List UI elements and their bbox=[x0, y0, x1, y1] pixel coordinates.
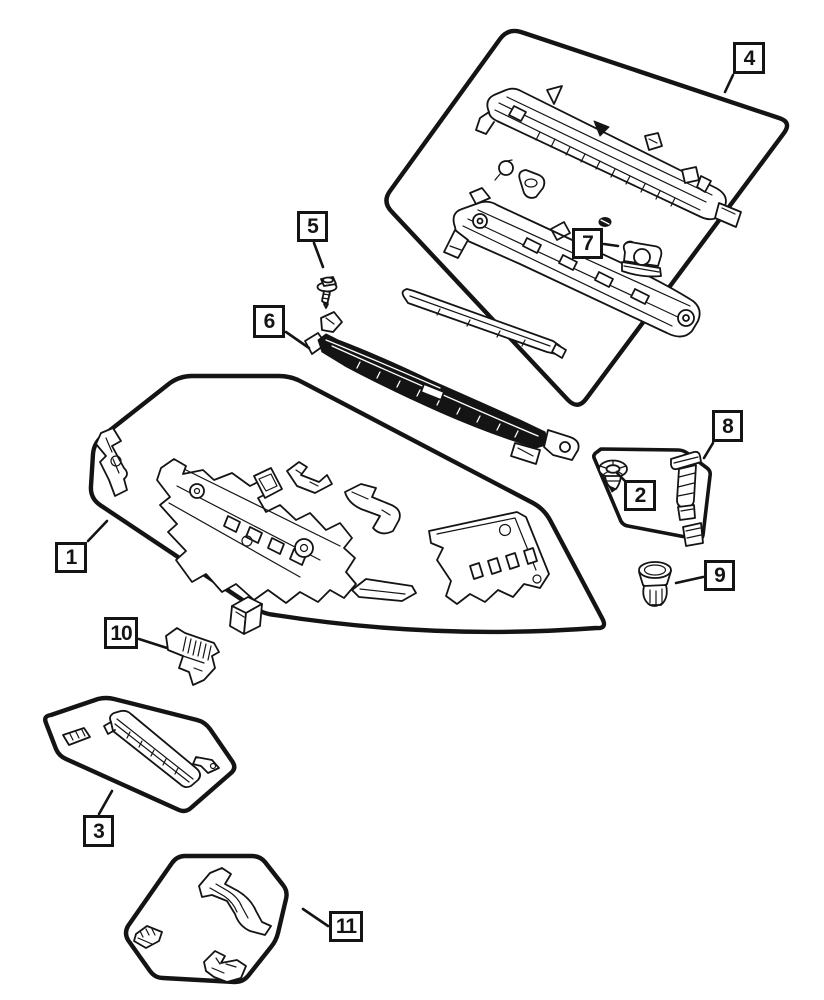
callout-drain-tube-panel[interactable]: 8 bbox=[712, 410, 743, 442]
panel-3-group bbox=[42, 695, 237, 814]
leader-line-3 bbox=[97, 789, 114, 816]
callout-cowl-grille-panel[interactable]: 6 bbox=[253, 305, 285, 338]
callout-number: 7 bbox=[582, 232, 594, 255]
panel-11-group bbox=[123, 853, 289, 985]
leader-line-5 bbox=[312, 241, 325, 269]
callout-weatherstrip-rail-panel[interactable]: 3 bbox=[83, 815, 114, 847]
right-dash-panel bbox=[428, 511, 550, 605]
callout-number: 8 bbox=[722, 414, 734, 438]
panel-11-outline bbox=[123, 853, 289, 985]
leader-line-10 bbox=[137, 637, 169, 650]
lower-bracket bbox=[203, 950, 247, 983]
panel-1-group bbox=[88, 373, 607, 635]
drain-tube bbox=[670, 450, 704, 547]
main-dash-panel bbox=[156, 458, 357, 604]
retainer-clip-part9 bbox=[638, 561, 672, 607]
leader-line-11 bbox=[301, 907, 330, 928]
callout-retainer-clip[interactable]: 9 bbox=[704, 560, 735, 591]
cowl-strip bbox=[401, 288, 567, 359]
cowl-plenum-panel bbox=[443, 187, 701, 338]
leader-line-8 bbox=[702, 441, 715, 460]
callout-number: 9 bbox=[714, 564, 726, 587]
small-clip-bracket bbox=[133, 925, 163, 949]
cowl-bracket-part7 bbox=[621, 240, 663, 278]
callout-number: 4 bbox=[743, 46, 756, 70]
callout-number: 6 bbox=[263, 310, 276, 333]
leader-line-4 bbox=[723, 73, 735, 94]
callout-number: 5 bbox=[307, 215, 319, 238]
screw-part5 bbox=[316, 276, 338, 309]
left-pillar-bracket bbox=[95, 427, 128, 497]
leader-line-1 bbox=[86, 519, 109, 543]
callout-dash-side-bracket[interactable]: 10 bbox=[104, 617, 138, 649]
s-bracket bbox=[198, 867, 272, 936]
cowl-grille-panel bbox=[304, 311, 580, 465]
callout-mounting-screw[interactable]: 5 bbox=[297, 211, 328, 242]
panel-4-outline bbox=[384, 28, 790, 407]
callout-number: 10 bbox=[110, 621, 132, 645]
callout-dash-panel-assembly[interactable]: 1 bbox=[55, 542, 87, 573]
callout-number: 3 bbox=[93, 819, 105, 843]
callout-number: 1 bbox=[65, 546, 78, 569]
leader-line-6 bbox=[284, 330, 311, 350]
push-pin-fastener bbox=[598, 459, 628, 493]
callout-cowl-top-panel-assembly[interactable]: 4 bbox=[733, 42, 765, 74]
panel-4-group bbox=[384, 28, 790, 407]
bracket-part10 bbox=[165, 627, 220, 686]
leader-line-7 bbox=[602, 242, 620, 248]
small-fasteners bbox=[494, 85, 712, 241]
cowl-top-rail bbox=[475, 87, 742, 228]
callout-number: 2 bbox=[634, 484, 647, 507]
callout-number: 11 bbox=[335, 915, 357, 938]
dash-small-parts bbox=[229, 461, 417, 635]
callout-push-pin-fastener[interactable]: 2 bbox=[624, 480, 656, 511]
callout-support-bracket-cowl[interactable]: 7 bbox=[572, 228, 603, 259]
panel-3-outline bbox=[42, 695, 237, 814]
leader-line-9 bbox=[674, 575, 705, 585]
callout-reinforcement-brackets-panel[interactable]: 11 bbox=[329, 911, 363, 942]
